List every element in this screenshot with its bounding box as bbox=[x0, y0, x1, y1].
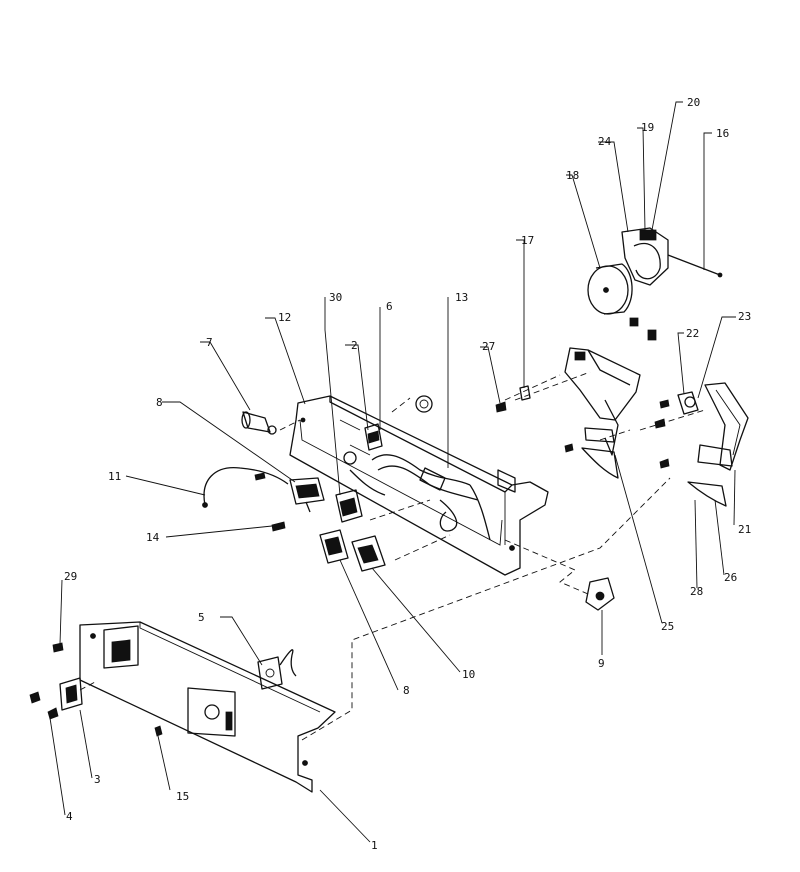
callout-19: 19 bbox=[641, 121, 654, 134]
part-18-motor bbox=[587, 263, 633, 315]
callout-23: 23 bbox=[738, 310, 751, 323]
part-22-pivot bbox=[659, 391, 699, 415]
callout-16: 16 bbox=[716, 127, 729, 140]
callout-27: 27 bbox=[482, 340, 495, 353]
callout-18: 18 bbox=[566, 169, 579, 182]
part-17-27-fasteners bbox=[495, 385, 670, 469]
part-24-motor-bracket bbox=[621, 227, 669, 341]
screws bbox=[29, 472, 286, 737]
callout-leaders bbox=[49, 101, 736, 843]
callout-3: 3 bbox=[94, 773, 101, 786]
callout-13: 13 bbox=[455, 291, 468, 304]
callout-22: 22 bbox=[686, 327, 699, 340]
part-5-socket bbox=[257, 649, 297, 690]
callout-17: 17 bbox=[521, 234, 534, 247]
front-panel bbox=[79, 621, 336, 793]
callout-2: 2 bbox=[351, 339, 358, 352]
callout-26: 26 bbox=[724, 571, 737, 584]
callout-24: 24 bbox=[598, 135, 612, 148]
callout-12: 12 bbox=[278, 311, 291, 324]
part-21-actuator bbox=[687, 382, 749, 507]
callout-21: 21 bbox=[738, 523, 751, 536]
part-6-switch bbox=[364, 423, 383, 451]
part-10-switch bbox=[351, 535, 386, 572]
callout-6: 6 bbox=[386, 300, 393, 313]
part-16-rod bbox=[667, 254, 723, 278]
lamp-socket bbox=[415, 395, 433, 413]
dispenser-housing bbox=[289, 395, 549, 576]
callout-28: 28 bbox=[690, 585, 703, 598]
callout-4: 4 bbox=[66, 810, 73, 823]
part-11-wire-lead bbox=[202, 467, 289, 508]
callout-8-upper: 8 bbox=[156, 396, 163, 409]
part-25-flaps bbox=[564, 427, 619, 479]
callout-25: 25 bbox=[661, 620, 674, 633]
callout-9: 9 bbox=[598, 657, 605, 670]
part-8-lower-switch bbox=[319, 529, 349, 564]
callout-labels: 1 2 3 4 5 6 7 8 8 9 10 11 12 13 14 15 16… bbox=[64, 96, 751, 852]
callout-20: 20 bbox=[687, 96, 700, 109]
callout-14: 14 bbox=[146, 531, 160, 544]
callout-7: 7 bbox=[206, 336, 213, 349]
part-3-bezel bbox=[59, 677, 83, 711]
callout-11: 11 bbox=[108, 470, 121, 483]
wire-harness bbox=[349, 454, 491, 541]
callout-5: 5 bbox=[198, 611, 205, 624]
callout-1: 1 bbox=[371, 839, 378, 852]
part-30-switch bbox=[335, 451, 363, 523]
callout-10: 10 bbox=[462, 668, 475, 681]
ice-chute bbox=[564, 347, 641, 456]
callout-30: 30 bbox=[329, 291, 342, 304]
callout-29: 29 bbox=[64, 570, 77, 583]
part-7-relay bbox=[241, 411, 277, 435]
part-9-knob bbox=[585, 577, 615, 611]
callout-8-lower: 8 bbox=[403, 684, 410, 697]
callout-15: 15 bbox=[176, 790, 189, 803]
part-8-upper-switch bbox=[289, 477, 325, 513]
